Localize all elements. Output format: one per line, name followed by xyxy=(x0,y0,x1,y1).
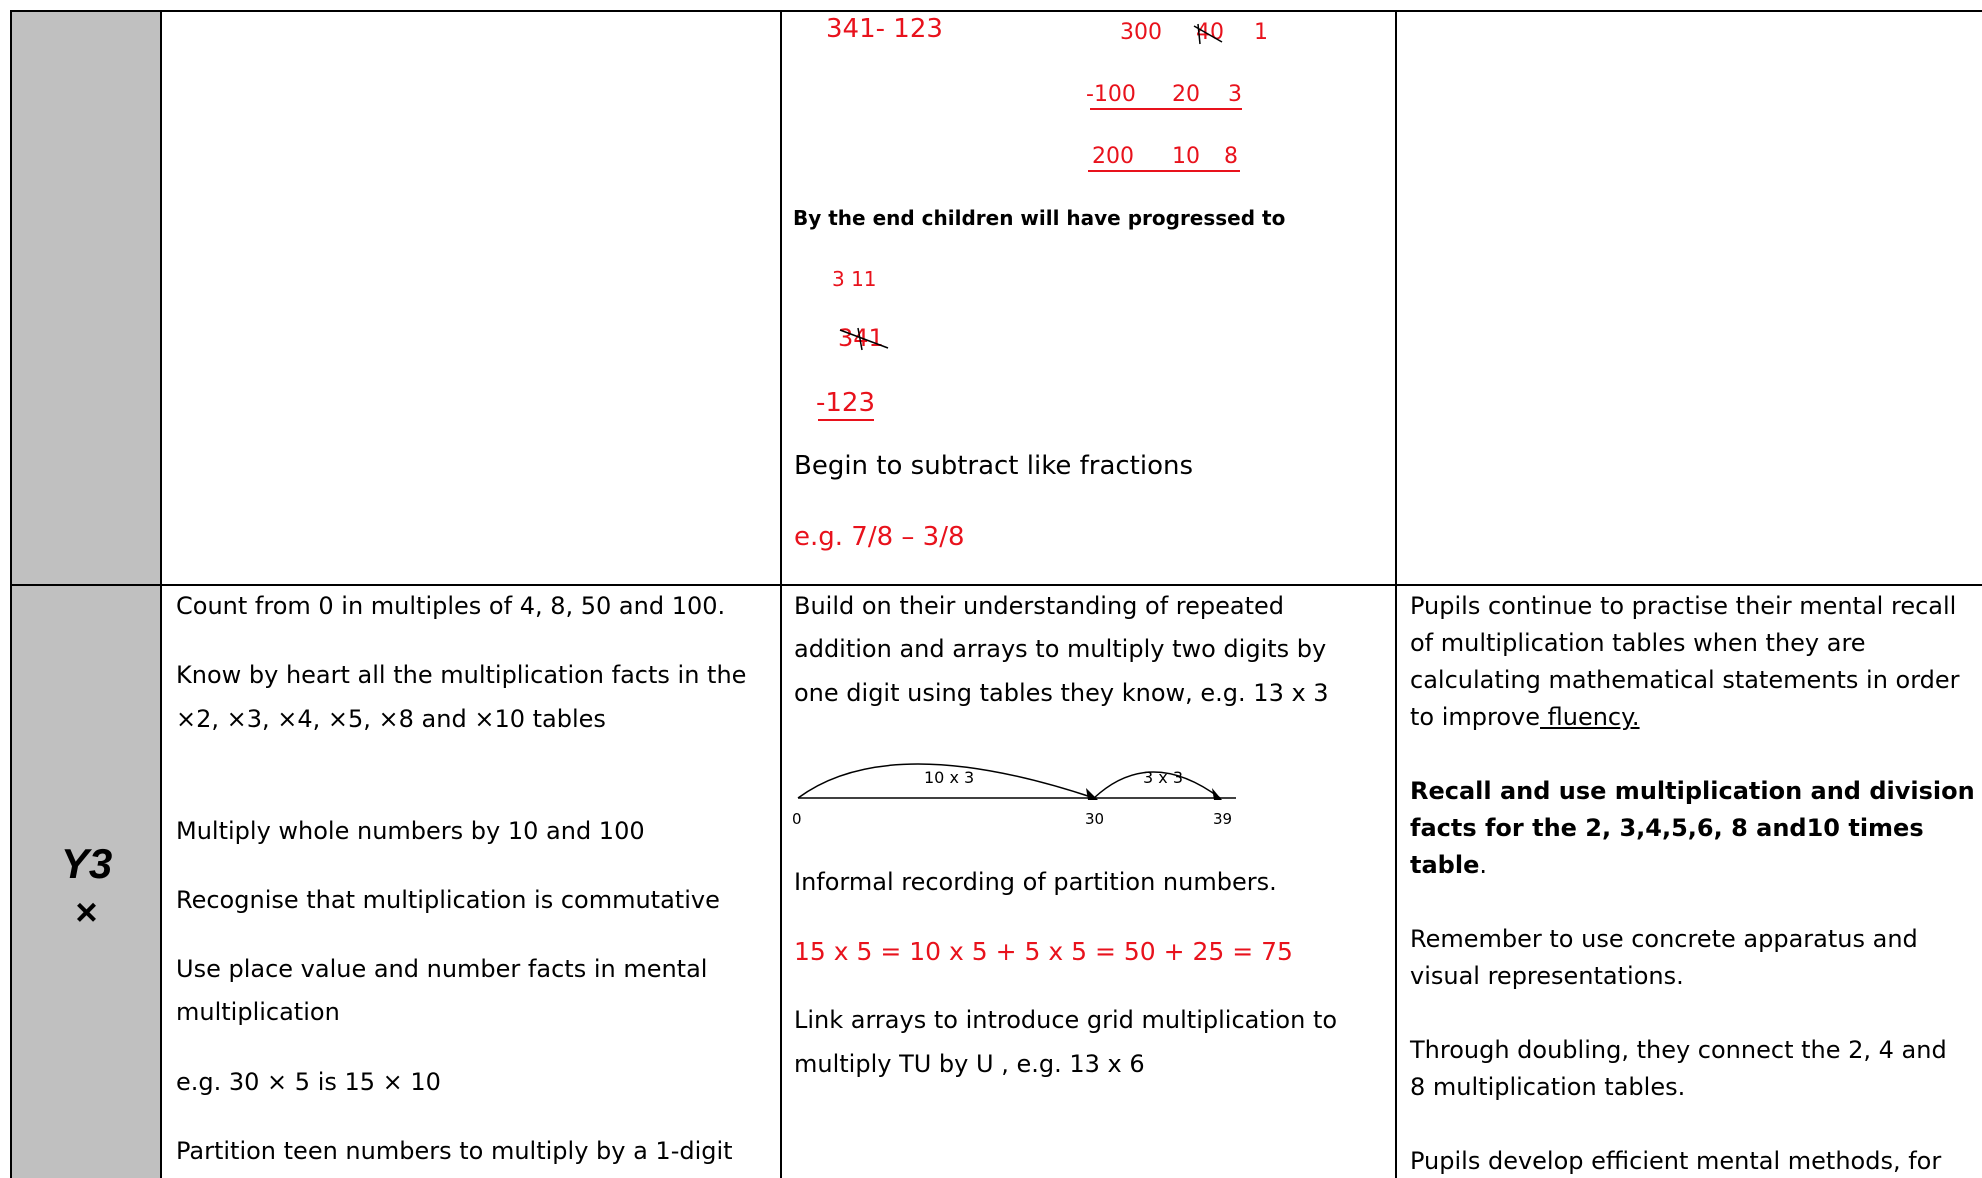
grid-method-line-2: multiply TU by U , e.g. 13 x 6 xyxy=(794,1050,1145,1078)
objective-place-value-cont: multiplication xyxy=(176,998,340,1026)
recall-bold-period: . xyxy=(1479,851,1487,879)
multiplication-icon: × xyxy=(75,892,98,934)
method-intro-line-3: one digit using tables they know, e.g. 1… xyxy=(794,679,1329,707)
number-line-39: 39 xyxy=(1213,810,1233,828)
column-divider-3 xyxy=(1395,10,1397,1178)
objective-know-facts: Know by heart all the multiplication fac… xyxy=(176,661,747,689)
top-border xyxy=(10,10,1982,12)
recall-bold-line-1: Recall and use multiplication and divisi… xyxy=(1410,777,1975,805)
exchange-crossing-mark xyxy=(839,327,889,351)
partition-ones-1: 1 xyxy=(1254,20,1268,45)
recall-bold-table: table xyxy=(1410,851,1480,879)
partition-hundreds-3: 200 xyxy=(1092,144,1134,169)
mental-p3-line-2: visual representations. xyxy=(1410,962,1684,990)
fractions-objective: Begin to subtract like fractions xyxy=(794,451,1194,481)
year-label: Y3 xyxy=(60,840,113,887)
method-intro-line-2: addition and arrays to multiply two digi… xyxy=(794,635,1327,663)
recall-bold-line-2: facts for the 2, 3,4,5,6, 8 and10 times xyxy=(1410,814,1924,842)
objective-partition-teen: Partition teen numbers to multiply by a … xyxy=(176,1137,733,1165)
left-border xyxy=(10,10,12,1178)
grid-method-line-1: Link arrays to introduce grid multiplica… xyxy=(794,1006,1338,1034)
mental-p3-line-1: Remember to use concrete apparatus and xyxy=(1410,925,1918,953)
objective-multiply-10-100: Multiply whole numbers by 10 and 100 xyxy=(176,817,645,845)
objective-example: e.g. 30 × 5 is 15 × 10 xyxy=(176,1068,441,1096)
fluency-prefix: to improve xyxy=(1410,703,1540,731)
fractions-example: e.g. 7/8 – 3/8 xyxy=(794,522,965,552)
number-line-30: 30 xyxy=(1085,810,1105,828)
fluency-underlined: fluency. xyxy=(1540,703,1640,731)
column-divider-2 xyxy=(780,10,782,1178)
informal-recording-text: Informal recording of partition numbers. xyxy=(794,868,1277,896)
partition-ones-2: 3 xyxy=(1228,82,1242,107)
jump-label-2: 3 x 3 xyxy=(1143,768,1183,787)
objective-commutative: Recognise that multiplication is commuta… xyxy=(176,886,720,914)
recall-bold-line-3: table. xyxy=(1410,851,1487,879)
mental-p4-line-2: 8 multiplication tables. xyxy=(1410,1073,1686,1101)
mental-p1-line-3: calculating mathematical statements in o… xyxy=(1410,666,1960,694)
partition-underline-2 xyxy=(1088,170,1240,172)
partition-tens-3: 10 xyxy=(1172,144,1200,169)
column-divider-1 xyxy=(160,10,162,1178)
number-line-start: 0 xyxy=(792,810,802,828)
partition-ones-3: 8 xyxy=(1224,144,1238,169)
row-divider xyxy=(10,584,1982,586)
partition-multiplication-example: 15 x 5 = 10 x 5 + 5 x 5 = 50 + 25 = 75 xyxy=(794,937,1293,966)
exchange-digits: 3 11 xyxy=(832,267,877,291)
crossing-out-mark xyxy=(1193,23,1223,45)
partition-tens-2: 20 xyxy=(1172,82,1200,107)
mental-p1-line-2: of multiplication tables when they are xyxy=(1410,629,1866,657)
objective-place-value: Use place value and number facts in ment… xyxy=(176,955,708,983)
mental-p1-line-4: to improve fluency. xyxy=(1410,703,1640,731)
objective-count-multiples: Count from 0 in multiples of 4, 8, 50 an… xyxy=(176,592,726,620)
column-bottom-number: -123 xyxy=(816,388,876,418)
mental-p1-line-1: Pupils continue to practise their mental… xyxy=(1410,592,1957,620)
mental-p5-line-1: Pupils develop efficient mental methods,… xyxy=(1410,1147,1942,1175)
progression-note: By the end children will have progressed… xyxy=(793,206,1286,230)
column-underline xyxy=(818,419,874,421)
objective-know-facts-tables: ×2, ×3, ×4, ×5, ×8 and ×10 tables xyxy=(176,705,606,733)
partition-hundreds-2: -100 xyxy=(1086,82,1136,107)
mental-p4-line-1: Through doubling, they connect the 2, 4 … xyxy=(1410,1036,1947,1064)
partition-underline-1 xyxy=(1090,108,1242,110)
number-line-diagram: 10 x 3 3 x 3 0 30 39 xyxy=(790,748,1240,838)
method-intro-line-1: Build on their understanding of repeated xyxy=(794,592,1285,620)
jump-label-1: 10 x 3 xyxy=(924,768,975,787)
subtraction-sum-label: 341- 123 xyxy=(826,14,943,44)
number-line-graphic xyxy=(797,763,1236,800)
partition-hundreds-1: 300 xyxy=(1120,20,1162,45)
year-column-shading xyxy=(12,12,161,1178)
